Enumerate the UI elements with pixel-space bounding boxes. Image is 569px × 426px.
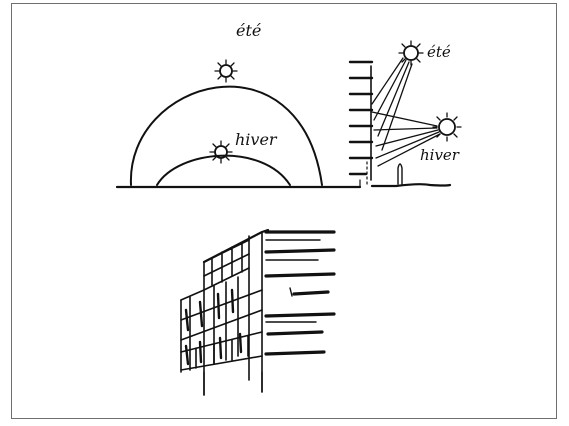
winter-sun-icon bbox=[209, 140, 233, 164]
sketch-frame bbox=[11, 3, 557, 419]
winter-side-sun-icon bbox=[432, 112, 462, 142]
winter-rays bbox=[371, 111, 441, 167]
summer-side-label: été bbox=[427, 43, 451, 61]
summer-arc-label: été bbox=[236, 21, 261, 40]
building-section bbox=[348, 60, 403, 188]
summer-side-sun-icon bbox=[398, 40, 424, 66]
winter-arc bbox=[156, 154, 291, 186]
summer-rays bbox=[371, 57, 413, 151]
sun-path-sketch: été hiver été bbox=[115, 21, 462, 189]
building-facade-sketch bbox=[180, 228, 336, 396]
summer-sun-icon bbox=[214, 59, 238, 83]
winter-arc-label: hiver bbox=[235, 130, 278, 149]
summer-arc bbox=[129, 85, 323, 186]
ground-line bbox=[115, 183, 452, 189]
winter-side-label: hiver bbox=[420, 146, 460, 164]
